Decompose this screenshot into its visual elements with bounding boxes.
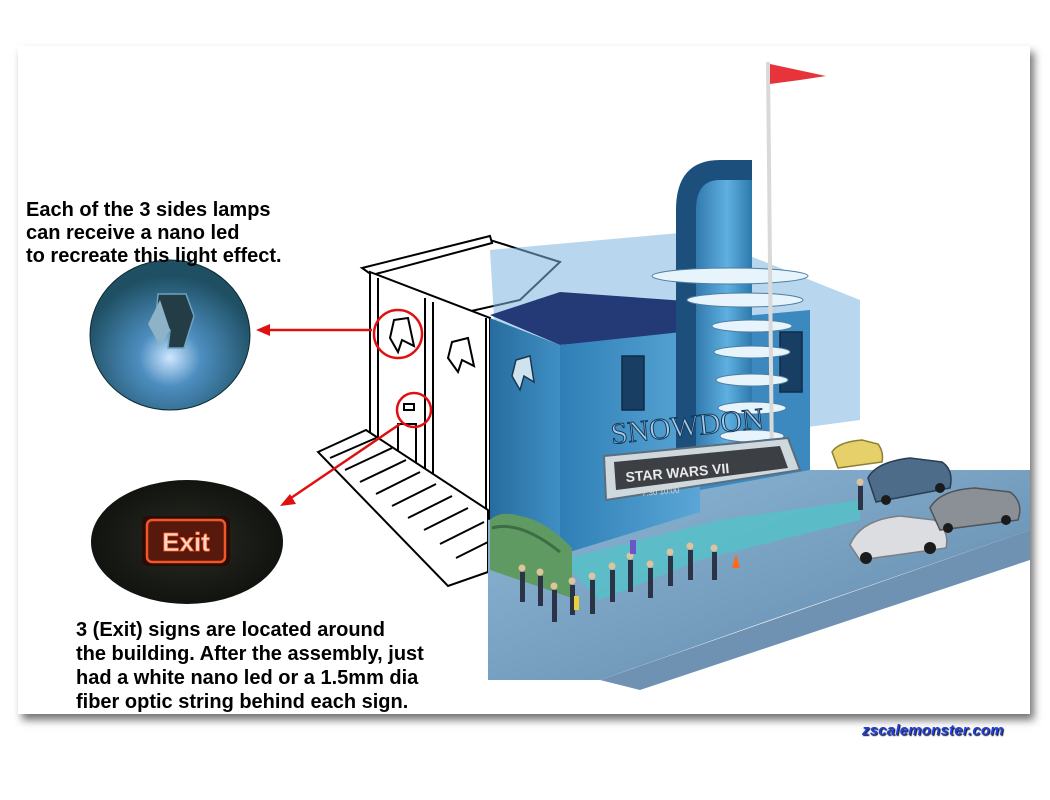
lamps-caption: Each of the 3 sides lamps can receive a … (26, 199, 282, 267)
crowd-figures (518, 478, 864, 622)
lamp-callout-circle (372, 308, 424, 360)
red-callouts (262, 308, 433, 502)
exit-arrowhead (280, 494, 296, 506)
marquee-times: 7:30 10:00 (641, 486, 680, 498)
exit-signs-caption: 3 (Exit) signs are located around the bu… (76, 619, 424, 713)
lamp-arrowhead (256, 324, 270, 336)
exit-sign-text: Exit (162, 527, 210, 557)
lamp-closeup-inset (89, 259, 251, 411)
site-credit-watermark: zscalemonster.com (862, 722, 1004, 739)
exit-callout-circle (395, 391, 433, 429)
parked-cars (831, 439, 1021, 564)
exit-closeup-inset: Exit (91, 480, 283, 604)
coloured-model: SNOWDON STAR WARS VII 7:30 10:00 (488, 61, 1030, 690)
